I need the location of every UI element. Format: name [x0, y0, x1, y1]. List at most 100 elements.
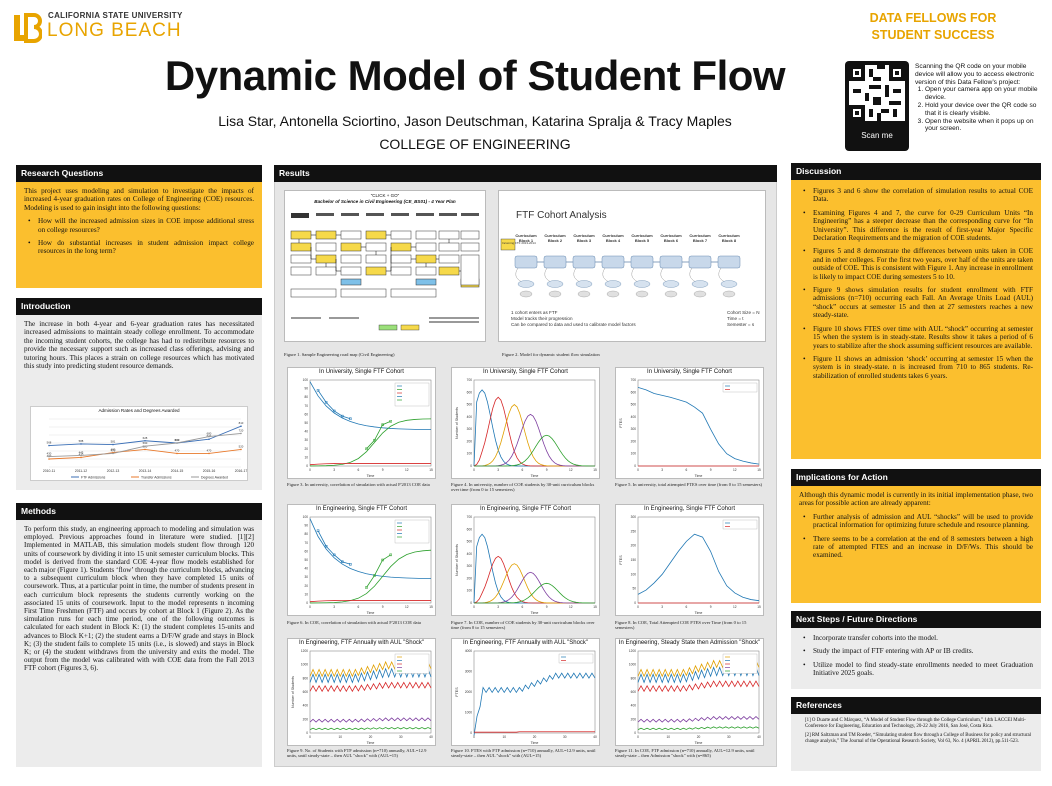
methods-body: To perform this study, an engineering ap… — [16, 520, 262, 767]
x-tick-label: 15 — [593, 605, 597, 609]
data-label: 588 — [79, 439, 84, 443]
figure-10-chart: In Engineering, FTF Annually with AUL "S… — [451, 638, 600, 746]
y-tick-label: 40 — [304, 567, 308, 571]
data-marker — [324, 544, 328, 548]
nextsteps-panel: Next Steps / Future Directions Incorpora… — [791, 611, 1041, 689]
series-line — [637, 386, 760, 465]
x-tick-label: 3 — [661, 605, 663, 609]
series-line — [474, 582, 596, 604]
discussion-bullet: Figure 9 shows simulation results for st… — [799, 286, 1033, 320]
figure-5-caption: Figure 5. In university, total attempted… — [615, 482, 763, 487]
references-panel: References [1] O Duarte and C Márquez, “… — [791, 697, 1041, 771]
x-tick-label: 3 — [497, 605, 499, 609]
figure-3-title: In University, Single FTF Cohort — [319, 369, 404, 375]
block-box — [688, 255, 712, 269]
x-tick-label: 10 — [666, 735, 670, 739]
block-label: Block 3 — [577, 238, 592, 243]
y-tick-label: 400 — [467, 415, 473, 419]
data-marker — [341, 414, 344, 418]
y-tick-label: 80 — [304, 532, 308, 536]
y-tick-label: 4000 — [465, 649, 472, 653]
x-tick-label: 0 — [309, 735, 311, 739]
x-tick-label: 6 — [358, 605, 360, 609]
y-tick-label: 20 — [304, 447, 308, 451]
y-tick-label: 30 — [304, 575, 308, 579]
plot-frame — [473, 379, 596, 467]
x-tick-label: 12 — [733, 468, 737, 472]
scan-me-button[interactable]: Scan me — [861, 131, 893, 140]
section-header: Discussion — [791, 163, 1041, 180]
y-tick-label: 90 — [304, 387, 308, 391]
csulb-logo: CALIFORNIA STATE UNIVERSITY LONG BEACH — [12, 11, 202, 47]
y-axis-label: Number of Students — [455, 407, 459, 439]
nextsteps-bullet: Utilize model to find steady-state enrol… — [799, 661, 1033, 678]
y-tick-label: 2000 — [465, 690, 472, 694]
y-tick-label: 70 — [304, 541, 308, 545]
figure-10-title: In Engineering, FTF Annually with AUL "S… — [462, 640, 589, 646]
y-tick-label: 100 — [467, 589, 473, 593]
x-tick-label: 30 — [563, 735, 567, 739]
data-point — [144, 445, 146, 447]
data-marker — [332, 553, 336, 557]
y-tick-label: 800 — [631, 676, 637, 680]
x-tick-label: 6 — [358, 468, 360, 472]
x-tick-label: 9 — [546, 605, 548, 609]
y-tick-label: 100 — [467, 452, 473, 456]
y-tick-label: 400 — [467, 552, 473, 556]
qr-step: Open your camera app on your mobile devi… — [925, 86, 1043, 102]
exit-node — [635, 290, 649, 298]
x-tick-label: 40 — [429, 735, 433, 739]
discussion-bullet: Figures 5 and 8 demonstrate the differen… — [799, 247, 1033, 281]
data-point — [144, 448, 146, 451]
y-tick-label: 400 — [631, 704, 637, 708]
figure-6-caption: Figure 6. In COE, correlation of simulat… — [287, 620, 421, 625]
y-tick-label: 700 — [467, 378, 473, 382]
data-label: 560 — [143, 441, 148, 445]
figure-2-notes: 1 cohort enters as FTF Model tracks thei… — [511, 310, 636, 329]
x-tick-label: 2010-11 — [43, 469, 55, 473]
figure-11-chart: In Engineering, Steady State then Admiss… — [615, 638, 764, 746]
x-tick-label: 3 — [661, 468, 663, 472]
x-tick-label: 9 — [546, 468, 548, 472]
nextsteps-bullet: Study the impact of FTF entering with AP… — [799, 647, 1033, 656]
qr-code[interactable]: Scan me — [845, 61, 909, 151]
brand-line1: DATA FELLOWS FOR — [869, 11, 997, 25]
implications-body: Although this dynamic model is currently… — [791, 486, 1041, 603]
block-label: Block 2 — [548, 238, 563, 243]
nextsteps-bullet: Incorporate transfer cohorts into the mo… — [799, 634, 1033, 643]
data-marker — [373, 438, 376, 442]
y-tick-label: 0 — [306, 731, 308, 735]
y-tick-label: 200 — [631, 439, 637, 443]
legend-box — [722, 653, 758, 674]
exit-node — [720, 280, 738, 288]
y-axis-label: FTES — [455, 687, 459, 697]
x-axis-label: Time — [531, 611, 539, 615]
section-header: Next Steps / Future Directions — [791, 611, 1041, 628]
research-text: This project uses modeling and simulatio… — [24, 187, 254, 212]
x-axis-label: Time — [695, 611, 703, 615]
y-tick-label: 150 — [631, 558, 637, 562]
y-tick-label: 100 — [303, 515, 309, 519]
data-label: 628 — [143, 436, 148, 440]
data-marker — [324, 401, 328, 404]
data-point — [80, 456, 82, 459]
intro-text: The increase in both 4-year and 6-year g… — [24, 320, 254, 371]
x-axis-label: Time — [367, 474, 375, 478]
y-tick-label: 400 — [631, 415, 637, 419]
y-axis-label: FTES — [619, 418, 623, 428]
x-tick-label: 2014-15 — [171, 469, 184, 473]
roadmap-diagram — [290, 213, 480, 331]
block-label: Block 4 — [606, 238, 621, 243]
y-axis-label: FTES — [619, 555, 623, 565]
data-point — [176, 442, 178, 444]
x-tick-label: 15 — [757, 605, 761, 609]
x-tick-label: 6 — [522, 468, 524, 472]
input-box — [500, 238, 516, 251]
section-header: Implications for Action — [791, 469, 1041, 486]
y-tick-label: 600 — [631, 690, 637, 694]
y-tick-label: 1200 — [301, 649, 308, 653]
block-box — [717, 255, 741, 269]
block-label: Curriculum — [631, 233, 653, 238]
